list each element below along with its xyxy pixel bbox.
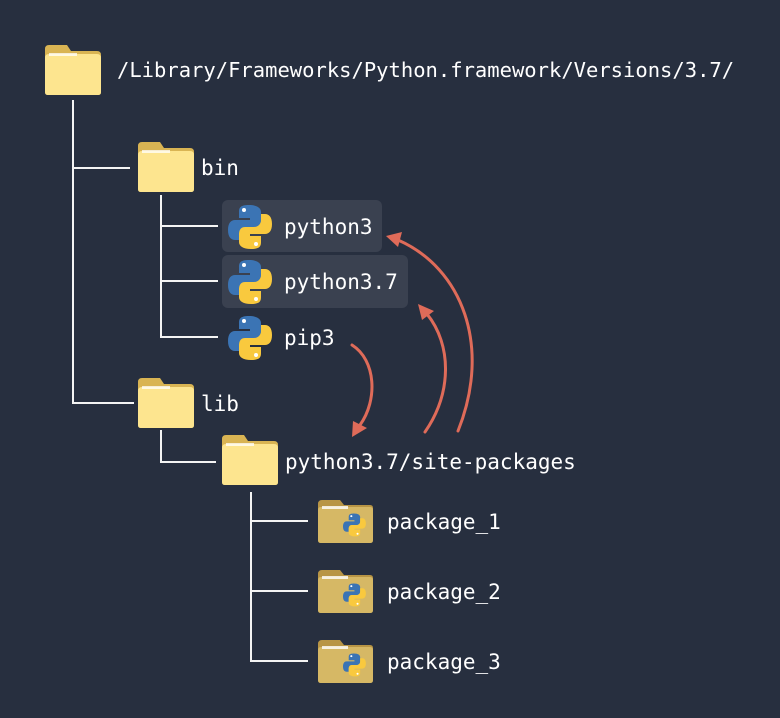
- package-3-node: package_3: [318, 640, 501, 683]
- bin-to-pip3-connector: [160, 195, 218, 338]
- python3-highlight: [222, 200, 382, 252]
- site-packages-label: python3.7/site-packages: [285, 450, 576, 474]
- python37-label: python3.7: [284, 270, 398, 294]
- arrowhead-icon: [386, 232, 402, 247]
- folder-icon: [222, 435, 278, 485]
- folder-icon: [45, 45, 101, 95]
- root-path-label: /Library/Frameworks/Python.framework/Ver…: [117, 58, 734, 82]
- package-2-label: package_2: [387, 580, 501, 604]
- arrowhead-icon: [418, 304, 434, 320]
- python3-executable: python3: [228, 205, 373, 249]
- pip3-label: pip3: [284, 326, 335, 350]
- folder-icon: [138, 378, 194, 428]
- pip3-to-site-packages-arrow: [350, 343, 374, 427]
- package-1-label: package_1: [387, 510, 501, 534]
- arrowhead-icon: [352, 421, 367, 437]
- site-packages-to-package-3-connector: [250, 492, 308, 662]
- bin-node: bin: [138, 142, 239, 192]
- python-package-folder-icon: [318, 640, 373, 683]
- tree-connectors: [72, 100, 308, 662]
- python-package-folder-icon: [318, 500, 373, 543]
- root-to-lib-connector: [72, 100, 134, 404]
- root-node: /Library/Frameworks/Python.framework/Ver…: [45, 45, 734, 95]
- pip3-executable: pip3: [228, 316, 335, 360]
- site-packages-node: python3.7/site-packages: [222, 435, 576, 485]
- package-2-node: package_2: [318, 570, 501, 613]
- package-3-label: package_3: [387, 650, 501, 674]
- relationship-arrows: [350, 232, 474, 437]
- lib-to-site-packages-connector: [160, 430, 216, 463]
- site-packages-to-python37-arrow: [423, 312, 447, 434]
- python-package-folder-icon: [318, 570, 373, 613]
- python3-label: python3: [284, 215, 373, 239]
- python37-executable: python3.7: [228, 260, 398, 304]
- lib-label: lib: [201, 392, 239, 416]
- package-1-node: package_1: [318, 500, 501, 543]
- folder-icon: [138, 142, 194, 192]
- site-packages-to-python3-arrow: [396, 238, 474, 433]
- python37-highlight: [222, 255, 408, 308]
- lib-node: lib: [138, 378, 239, 428]
- python-icon: [228, 316, 272, 360]
- bin-label: bin: [201, 156, 239, 180]
